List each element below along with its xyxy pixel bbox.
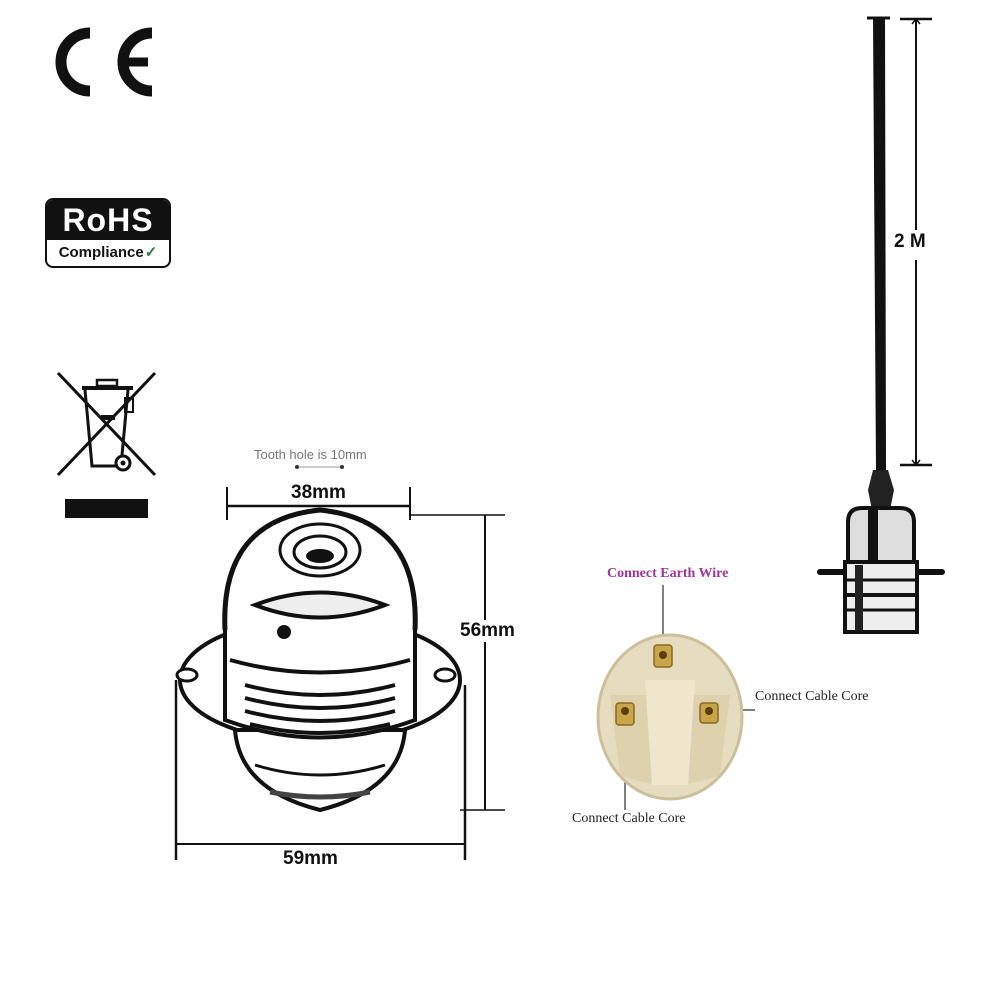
weee-black-bar bbox=[65, 499, 148, 518]
earth-wire-label: Connect Earth Wire bbox=[607, 566, 729, 581]
weee-bin-icon bbox=[56, 371, 157, 477]
pendant-cable-drawing bbox=[817, 16, 945, 634]
rohs-subtitle-text: Compliance bbox=[58, 244, 144, 261]
rohs-subtitle: Compliance✓ bbox=[47, 240, 169, 266]
height-label: 56mm bbox=[460, 620, 515, 642]
ce-mark-icon bbox=[55, 27, 153, 97]
rohs-title: RoHS bbox=[47, 200, 169, 240]
tooth-hole-dimension-line bbox=[295, 465, 344, 469]
cable-length-label: 2 M bbox=[894, 231, 926, 253]
tooth-hole-label: Tooth hole is 10mm bbox=[254, 447, 367, 462]
ceramic-base-photo bbox=[596, 585, 755, 810]
rohs-compliance-badge: RoHS Compliance✓ bbox=[45, 198, 171, 268]
cable-core-right-label: Connect Cable Core bbox=[755, 689, 869, 704]
top-width-label: 38mm bbox=[291, 482, 346, 503]
e27-socket-drawing bbox=[174, 487, 505, 860]
check-icon: ✓ bbox=[144, 244, 158, 261]
cable-core-left-label: Connect Cable Core bbox=[572, 811, 686, 826]
bottom-width-label: 59mm bbox=[283, 848, 338, 869]
